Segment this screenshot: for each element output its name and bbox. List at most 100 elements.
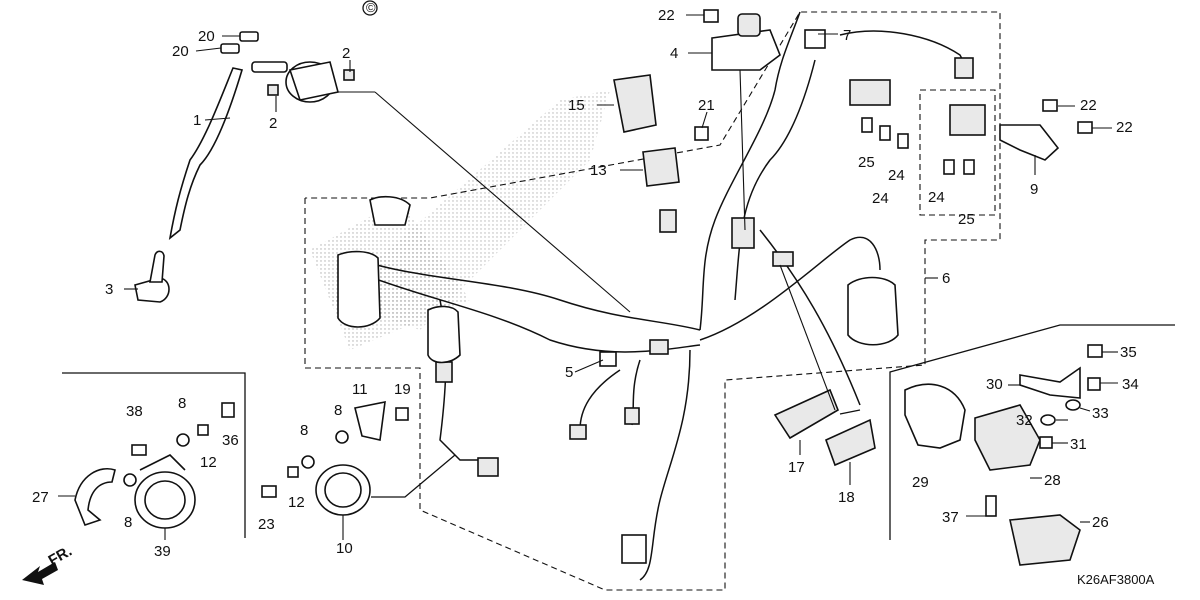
frame-lines (62, 324, 1175, 540)
callout-24-a: 24 (888, 167, 905, 184)
callout-26: 26 (1092, 514, 1109, 531)
part-3-plug-cap (134, 250, 170, 303)
callout-2-a: 2 (342, 45, 350, 62)
callout-38: 38 (126, 403, 143, 420)
callout-20-b: 20 (172, 43, 189, 60)
part-39-horn (134, 454, 196, 529)
callout-8-d: 8 (300, 422, 308, 439)
callout-21: 21 (698, 97, 715, 114)
part-21-bolt (694, 126, 709, 141)
callout-34: 34 (1122, 376, 1139, 393)
callout-24-c: 24 (928, 189, 945, 206)
callout-9: 9 (1030, 181, 1038, 198)
leader-lines (58, 14, 1118, 540)
callout-17: 17 (788, 459, 805, 476)
callout-25-a: 25 (858, 154, 875, 171)
callout-7: 7 (843, 27, 851, 44)
callout-13: 13 (590, 162, 607, 179)
callout-22-right-b: 22 (1116, 119, 1133, 136)
part-12-nut-b (287, 466, 299, 478)
callout-5: 5 (565, 364, 573, 381)
part-17-module (773, 388, 839, 440)
callout-8-a: 8 (178, 395, 186, 412)
callout-35: 35 (1120, 344, 1137, 361)
callout-29: 29 (912, 474, 929, 491)
callout-10: 10 (336, 540, 353, 557)
callout-18: 18 (838, 489, 855, 506)
callout-4: 4 (670, 45, 678, 62)
part-28-lock (974, 404, 1041, 471)
callout-36: 36 (222, 432, 239, 449)
part-27-bracket (74, 468, 116, 526)
part-18-module (824, 418, 876, 467)
part-36-bolt (221, 402, 235, 418)
part-35-bolt (1087, 344, 1103, 358)
part-32-washer (1040, 414, 1056, 426)
part-29-cover (904, 383, 966, 449)
part-20-bolts (220, 31, 259, 54)
diagram-reference-code: K26AF3800A (1077, 572, 1155, 587)
long-leader-lines (338, 69, 836, 411)
callout-39: 39 (154, 543, 171, 560)
part-8-washer-c (335, 430, 349, 444)
part-22-bolt-right-b (1077, 121, 1093, 134)
part-4-connector-cover (711, 13, 781, 71)
part-37-bolt (985, 495, 997, 517)
callout-22-right-a: 22 (1080, 97, 1097, 114)
part-8-washer-b (123, 473, 137, 487)
part-24-25-fuses (861, 104, 986, 175)
part-33-washer (1065, 399, 1081, 411)
part-12-nut-a (197, 424, 209, 436)
part-26-switch (1009, 514, 1081, 566)
part-34-nut (1087, 377, 1101, 391)
part-30-bracket (1019, 366, 1081, 399)
callout-12-b: 12 (288, 494, 305, 511)
callout-28: 28 (1044, 472, 1061, 489)
callout-6: 6 (942, 270, 950, 287)
part-11-bracket (354, 400, 386, 441)
callout-22-top: 22 (658, 7, 675, 24)
callout-25-b: 25 (958, 211, 975, 228)
copyright-mark: © (362, 0, 378, 16)
part-15-relay (613, 74, 657, 133)
part-8-washer-a (176, 433, 190, 447)
callout-33: 33 (1092, 405, 1109, 422)
part-9-bracket (999, 124, 1060, 161)
callout-23: 23 (258, 516, 275, 533)
callout-labels: 20 20 2 2 1 3 22 4 7 15 13 21 25 24 24 2… (32, 7, 1139, 560)
part-1-high-tension-cord (168, 61, 288, 240)
part-22-bolt-top (703, 9, 719, 23)
front-direction-arrow: FR. (22, 543, 75, 585)
part-38-bolt (131, 444, 147, 456)
part-7-clip (804, 29, 826, 49)
harness-connectors (435, 57, 974, 564)
callout-19: 19 (394, 381, 411, 398)
callout-27: 27 (32, 489, 49, 506)
callout-11: 11 (352, 381, 368, 398)
part-8-washer-d (301, 455, 315, 469)
dashed-boundaries (304, 11, 1001, 591)
callout-3: 3 (105, 281, 113, 298)
harness-canisters (337, 195, 899, 364)
callout-8-b: 8 (124, 514, 132, 531)
callout-20-a: 20 (198, 28, 215, 45)
callout-31: 31 (1070, 436, 1087, 453)
callout-37: 37 (942, 509, 959, 526)
callout-1: 1 (193, 112, 201, 129)
callout-12-a: 12 (200, 454, 217, 471)
horn-wire (371, 454, 456, 498)
callout-8-c: 8 (334, 402, 342, 419)
callout-24-b: 24 (872, 190, 889, 207)
part-23-bolt (261, 485, 277, 498)
callout-30: 30 (986, 376, 1003, 393)
callout-2-b: 2 (269, 115, 277, 132)
part-13-relay (642, 147, 680, 187)
callout-32: 32 (1016, 412, 1033, 429)
callout-15: 15 (568, 97, 585, 114)
part-19-bolt (395, 407, 409, 421)
part-10-horn (315, 464, 371, 516)
part-22-bolt-right-a (1042, 99, 1058, 112)
copyright-symbol: © (366, 0, 376, 15)
